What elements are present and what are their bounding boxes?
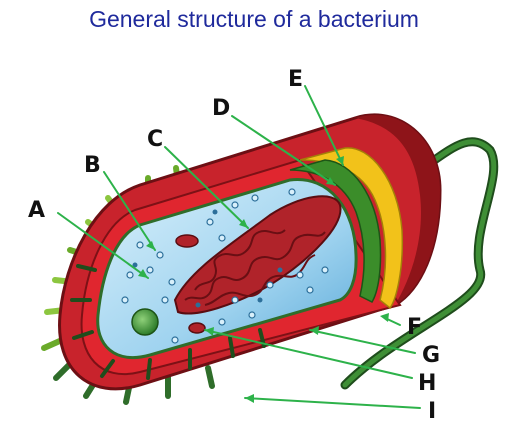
cell-wall [299,147,404,310]
label-arrows [57,85,421,409]
ribosomes [121,188,329,344]
label-d: D [212,96,230,121]
label-c: C [147,127,163,152]
inclusion-body [131,308,159,336]
plasma-membrane [289,159,382,303]
label-e: E [288,67,303,92]
nucleoid [173,195,342,315]
label-a: A [28,198,45,223]
label-b: B [84,153,101,178]
label-f: F [407,315,422,340]
plasmid [175,234,206,334]
label-g: G [422,343,440,368]
label-h: H [418,371,436,396]
label-i: I [428,399,436,424]
diagram-title: General structure of a bacterium [89,6,419,32]
